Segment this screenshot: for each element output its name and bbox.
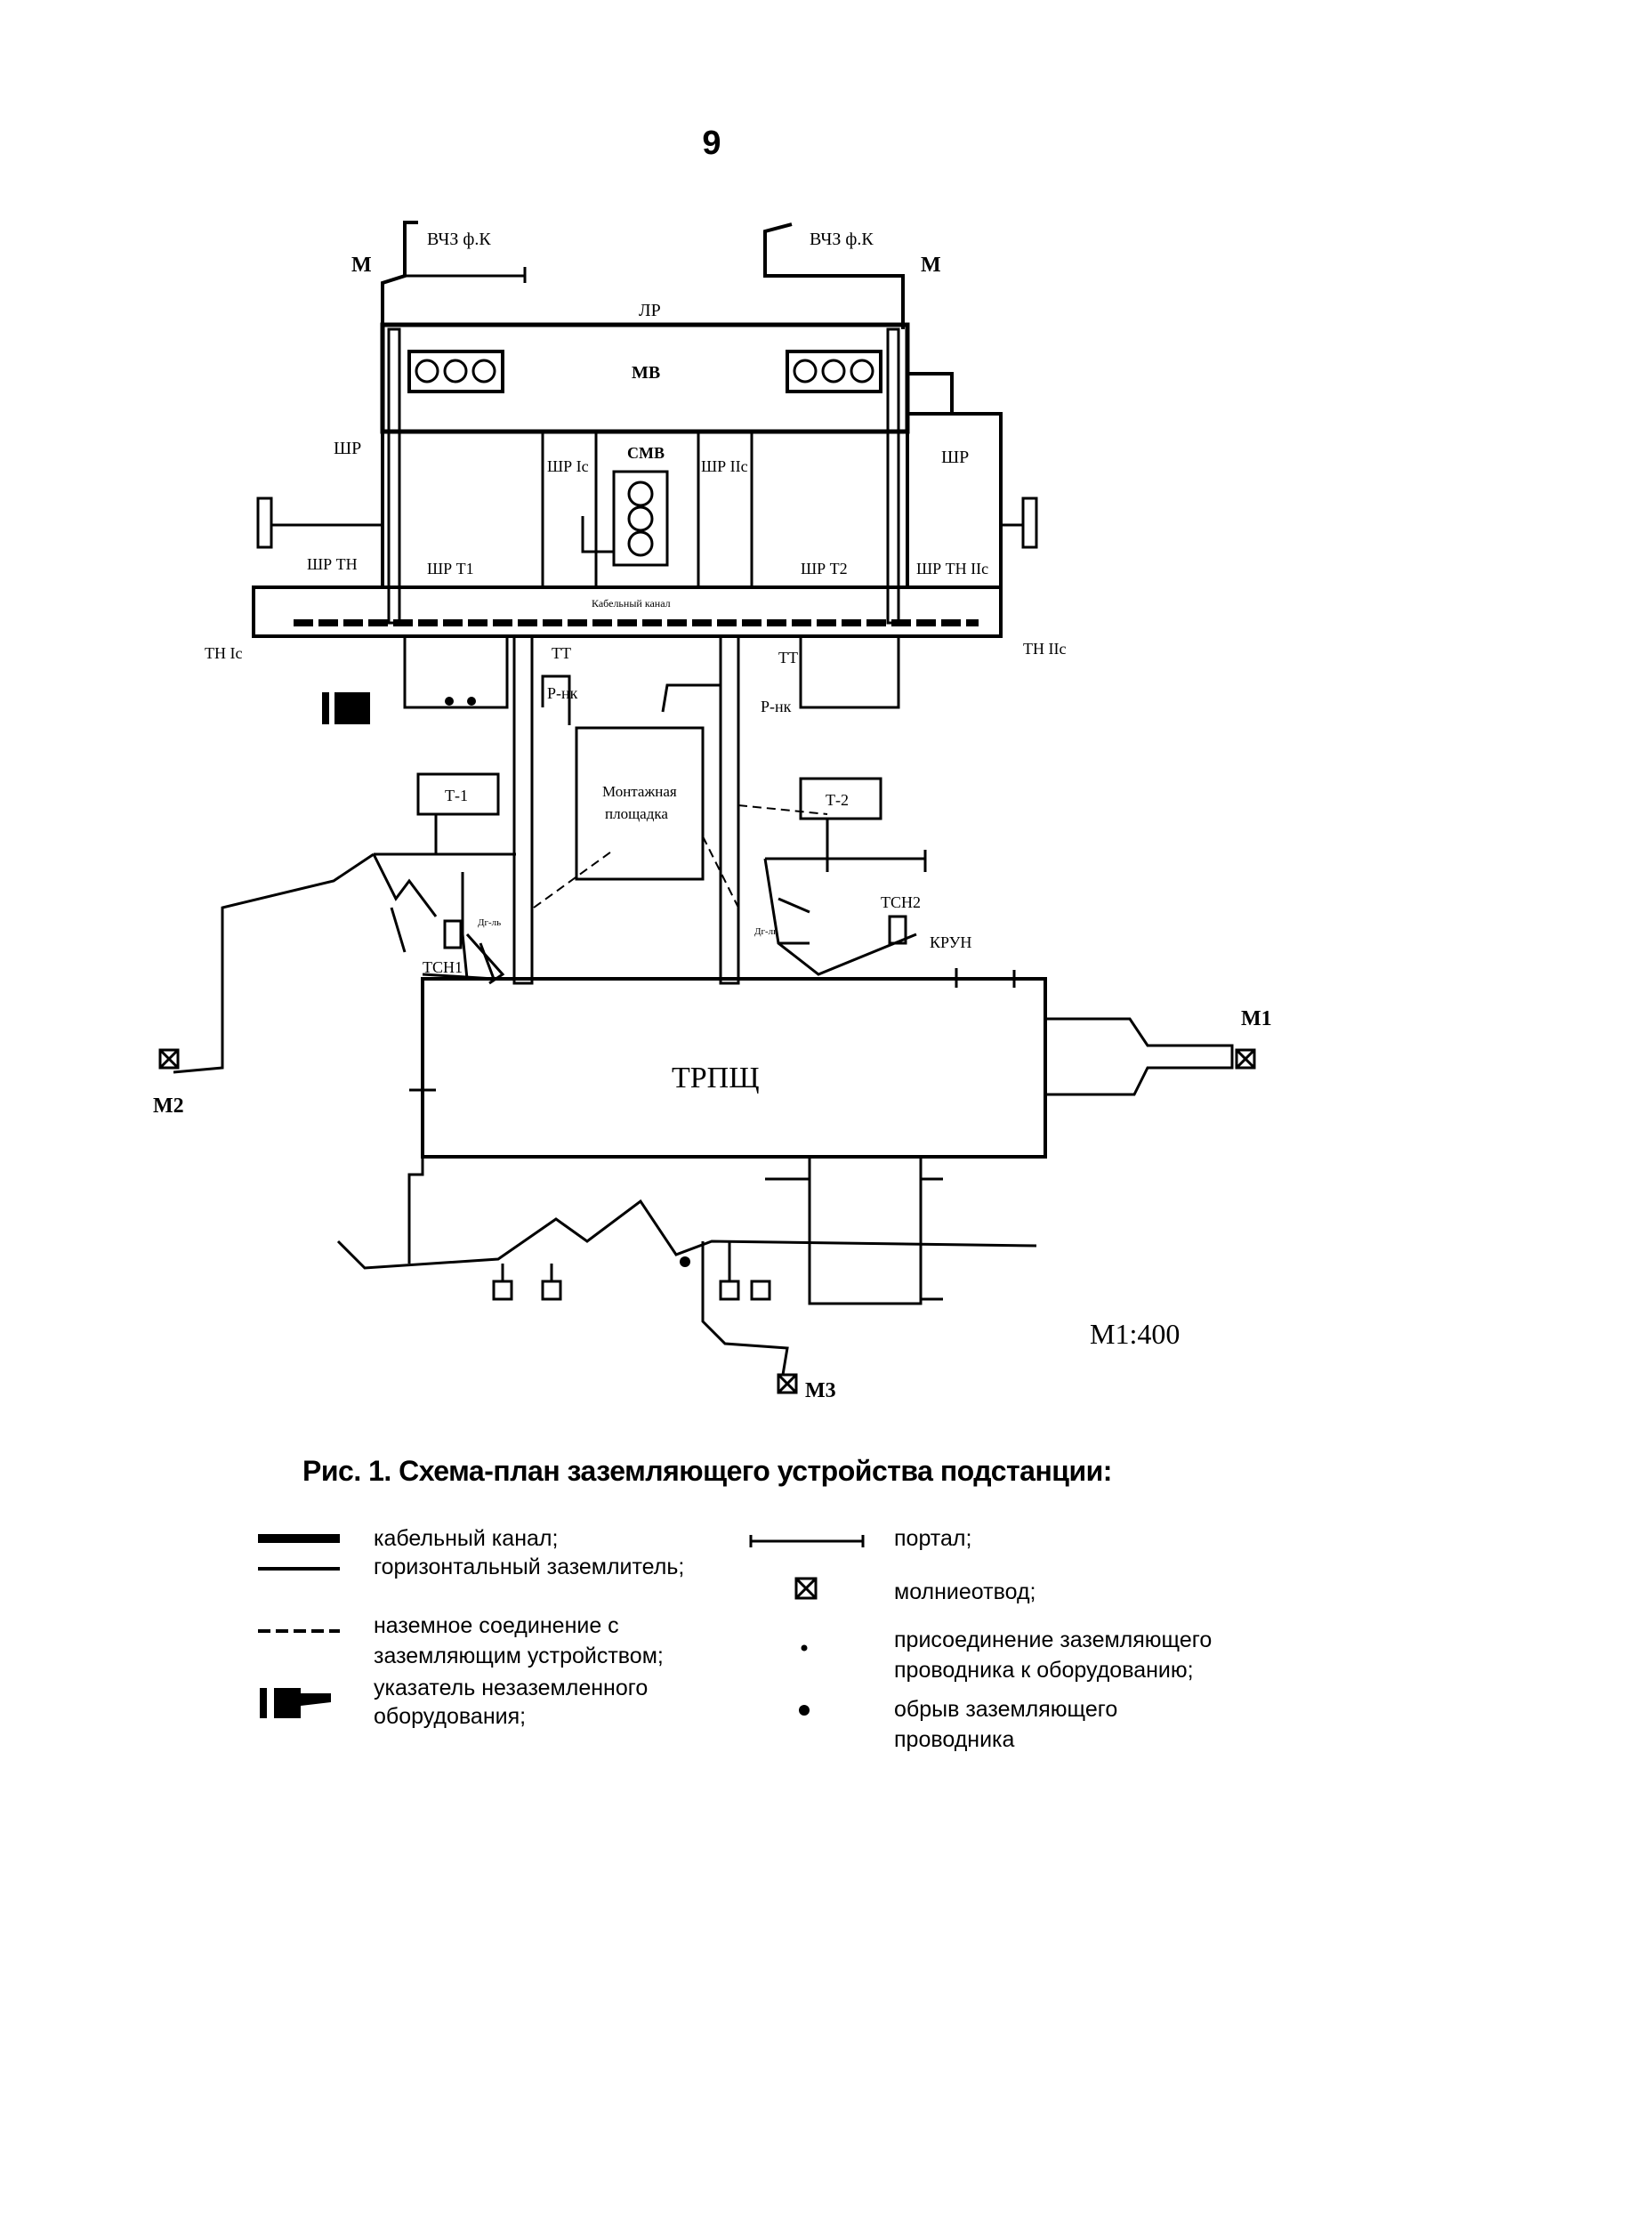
ground-lead-m1	[1045, 1017, 1234, 1096]
label-shr-t1: ШР Т1	[427, 560, 474, 577]
legend-attach-line1: присоединение заземляющего	[894, 1627, 1213, 1652]
label-shr-1c: ШР Iс	[547, 457, 589, 475]
label-tt-left: ТТ	[552, 644, 571, 662]
smv-block	[612, 470, 669, 567]
label-kru: КРУН	[930, 933, 971, 951]
legend-lightning-rod-icon	[794, 1577, 818, 1600]
label-shr-right: ШР	[941, 448, 969, 467]
page-number: 9	[702, 125, 721, 162]
breaker-left	[407, 350, 504, 393]
label-tn1c: ТН Iс	[205, 644, 242, 662]
label-tsn1: ТСН1	[423, 958, 463, 976]
legend-cable-channel-text: кабельный канал;	[374, 1526, 559, 1551]
label-t2: Т-2	[826, 791, 849, 809]
lightning-rod-m3-icon	[777, 1373, 798, 1394]
label-shr-t2: ШР Т2	[801, 560, 848, 577]
lightning-rod-m2-icon	[158, 1048, 180, 1070]
lower-building	[808, 1155, 923, 1305]
legend-attach-dot-icon	[801, 1644, 808, 1652]
legend-lightning-text: молниеотвод;	[894, 1579, 1036, 1604]
mv-block	[380, 322, 910, 434]
label-scale: М1:400	[1090, 1318, 1180, 1350]
legend-break-line2: проводника	[894, 1727, 1015, 1752]
label-vchz-right: ВЧЗ ф.К	[810, 230, 874, 249]
figure-caption: Рис. 1. Схема-план заземляющего устройст…	[302, 1455, 1112, 1487]
label-mv: МВ	[632, 363, 660, 383]
legend-portal-text: портал;	[894, 1526, 972, 1551]
cable-channel-band	[252, 585, 1003, 638]
legend-horizontal-symbol	[258, 1567, 340, 1571]
label-shr-left: ШР	[334, 439, 361, 458]
unearthed-pointer-icon	[322, 692, 370, 724]
legend-cable-channel-symbol	[258, 1534, 340, 1543]
transformer-t2	[799, 777, 882, 820]
label-dgl-left: Дг-ль	[478, 917, 501, 928]
legend-attach-line2: проводника к оборудованию;	[894, 1658, 1194, 1683]
center-channel-left	[512, 634, 534, 985]
legend-pointer-line1: указатель незаземленного	[374, 1676, 649, 1700]
legend-ground-conn-line1: наземное соединение с	[374, 1613, 619, 1638]
label-trpsh: ТРПЩ	[672, 1062, 760, 1094]
label-lr: ЛР	[639, 301, 661, 320]
legend-horizontal-text: горизонтальный заземлитель;	[374, 1555, 685, 1579]
label-tt-right: ТТ	[778, 649, 798, 666]
grounding-scheme-diagram: ВЧЗ ф.К ВЧЗ ф.К М М ЛР МВ ШР ШР ШР Iс СМ…	[153, 221, 1272, 1402]
label-vchz-left: ВЧЗ ф.К	[427, 230, 491, 249]
assembly-area	[575, 726, 705, 881]
label-tn2c: ТН IIс	[1023, 640, 1066, 658]
feed-line-right	[763, 222, 905, 329]
center-channel-right	[719, 634, 740, 985]
label-assembly-1: Монтажная	[602, 783, 677, 800]
label-m3: М3	[805, 1379, 836, 1402]
label-assembly-2: площадка	[605, 805, 668, 822]
legend-pointer-line2: оборудования;	[374, 1704, 527, 1729]
label-rnk-left: Р-нк	[547, 684, 578, 702]
label-cable-channel: Кабельный канал	[592, 597, 671, 610]
label-m1: М1	[1241, 1007, 1272, 1030]
label-dgl-right: Дг-ль	[754, 926, 778, 937]
label-rnk-right: Р-нк	[761, 698, 792, 715]
legend-break-dot-icon	[799, 1705, 810, 1716]
label-shr-tn2c: ШР ТН IIс	[916, 560, 988, 577]
legend-ground-conn-line2: заземляющим устройством;	[374, 1643, 664, 1668]
legend-break-line1: обрыв заземляющего	[894, 1697, 1118, 1722]
label-m-right: М	[921, 254, 941, 277]
label-m-left: М	[351, 254, 372, 277]
breaker-right	[786, 350, 882, 393]
label-t1: Т-1	[445, 787, 468, 804]
legend-pointer-icon	[260, 1688, 331, 1718]
legend-portal-symbol	[749, 1535, 865, 1547]
label-shr-tn: ШР ТН	[307, 555, 358, 573]
label-shr-2c: ШР IIс	[701, 457, 748, 475]
label-smv: СМВ	[627, 444, 665, 462]
label-tsn2: ТСН2	[881, 893, 921, 911]
transformer-t1	[416, 772, 500, 816]
label-m2: М2	[153, 1094, 184, 1118]
legend-ground-conn-symbol	[258, 1629, 340, 1633]
lightning-rod-m1-icon	[1235, 1048, 1256, 1070]
